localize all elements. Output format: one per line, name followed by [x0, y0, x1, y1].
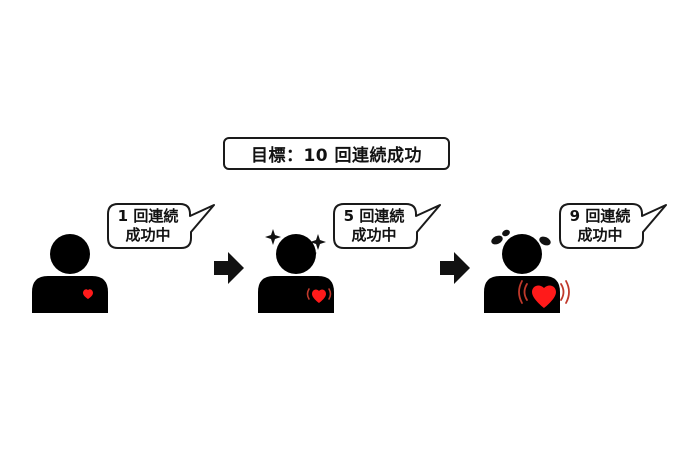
- stage-2: 5 回連続 成功中: [256, 196, 446, 318]
- goal-text: 目標：10 回連続成功: [250, 146, 423, 166]
- speech-bubble-outline: [333, 203, 441, 249]
- heart-vibration-icon: [306, 288, 332, 300]
- stage-1-count: 1 回連続: [117, 207, 179, 225]
- arrow-right-icon: [440, 252, 470, 284]
- arrow-right-icon: [214, 252, 244, 284]
- person-head: [50, 234, 90, 274]
- heart-icon: [312, 289, 326, 303]
- stage-1-bubble-text: 1 回連続 成功中: [110, 207, 186, 245]
- stage-2-bubble-text: 5 回連続 成功中: [336, 207, 412, 245]
- person-body: [258, 276, 334, 313]
- speech-bubble-outline: [107, 203, 215, 249]
- sweat-drops-icon: [491, 229, 551, 246]
- heart-vibration-icon: [518, 280, 570, 304]
- person-body: [32, 276, 108, 313]
- speech-bubble-outline: [559, 203, 667, 249]
- heart-icon: [532, 285, 556, 308]
- stage-1-status: 成功中: [125, 226, 171, 244]
- stage-3: 9 回連続 成功中: [482, 196, 672, 318]
- stage-3-figure: [484, 203, 667, 313]
- stage-2-figure: [258, 203, 441, 313]
- stage-3-count: 9 回連続: [569, 207, 631, 225]
- person-head: [502, 234, 542, 274]
- stage-3-status: 成功中: [577, 226, 623, 244]
- stage-2-count: 5 回連続: [343, 207, 405, 225]
- stage-1: 1 回連続 成功中: [30, 196, 220, 318]
- stage-1-figure: [32, 203, 215, 313]
- stage-3-bubble-text: 9 回連続 成功中: [562, 207, 638, 245]
- person-head: [276, 234, 316, 274]
- heart-icon: [83, 289, 93, 299]
- goal-box: 目標：10 回連続成功: [223, 137, 450, 170]
- stage-2-status: 成功中: [351, 226, 397, 244]
